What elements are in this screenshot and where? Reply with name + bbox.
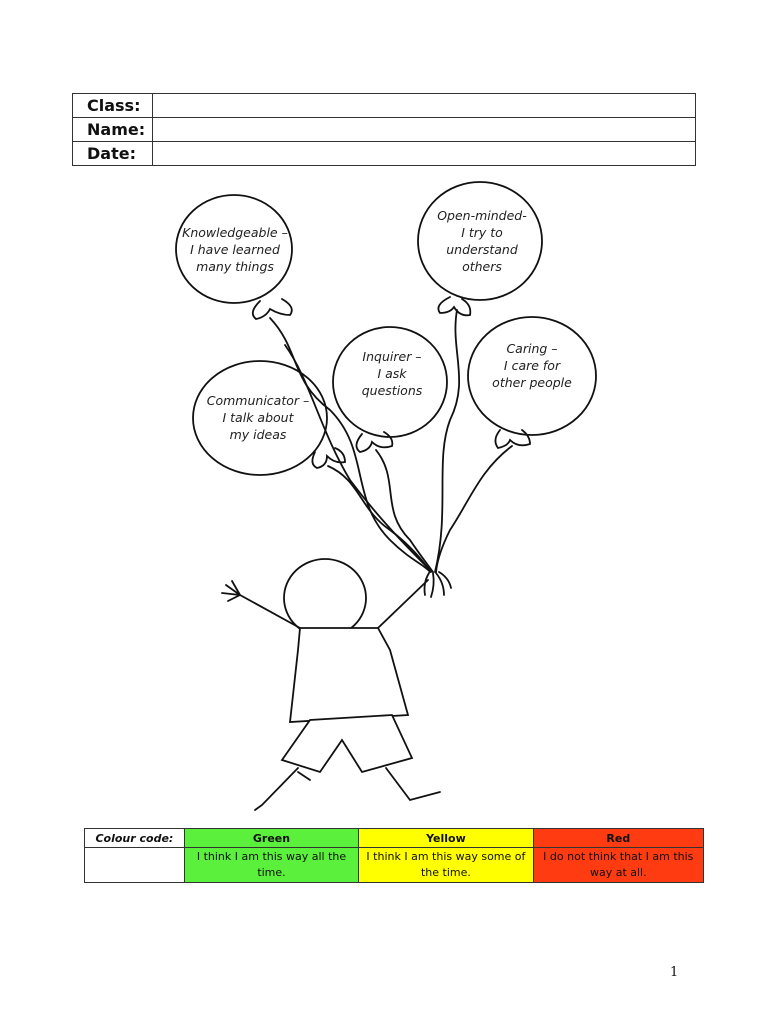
class-field[interactable] <box>152 93 696 118</box>
open-minded-line-2: I try to <box>461 225 503 240</box>
yellow-desc: I think I am this way some of the time. <box>358 847 534 883</box>
open-minded-text: Open-minded- I try to understand others <box>430 207 534 275</box>
balloon-communicator <box>192 360 328 476</box>
red-header: Red <box>532 828 705 848</box>
date-field[interactable] <box>152 141 696 166</box>
green-header: Green <box>183 828 360 848</box>
communicator-line-1: Communicator – <box>206 393 310 408</box>
yellow-header: Yellow <box>358 828 534 848</box>
knowledgeable-line-3: many things <box>196 259 274 274</box>
communicator-text: Communicator – I talk about my ideas <box>194 392 322 443</box>
caring-line-3: other people <box>492 375 572 390</box>
class-row: Class: <box>72 93 696 118</box>
colour-code-empty-cell <box>84 847 185 883</box>
green-desc: I think I am this way all the time. <box>183 847 360 883</box>
class-label: Class: <box>72 93 153 118</box>
balloon-caring <box>467 316 597 436</box>
student-info-table: Class: Name: Date: <box>72 93 696 166</box>
knowledgeable-line-2: I have learned <box>190 242 280 257</box>
open-minded-line-3: understand <box>446 242 518 257</box>
balloon-drawing-svg <box>175 181 597 811</box>
colour-code-desc-row: I think I am this way all the time. I th… <box>84 847 705 883</box>
caring-line-1: Caring – <box>506 341 558 356</box>
inquirer-text: Inquirer – I ask questions <box>348 348 436 399</box>
open-minded-line-4: others <box>462 259 502 274</box>
name-row: Name: <box>72 117 696 142</box>
knowledgeable-text: Knowledgeable – I have learned many thin… <box>174 224 296 275</box>
date-row: Date: <box>72 141 696 166</box>
colour-code-label: Colour code: <box>84 828 185 848</box>
page-number: 1 <box>670 965 679 980</box>
balloon-open-minded <box>417 181 543 301</box>
caring-line-2: I care for <box>503 358 561 373</box>
caring-text: Caring – I care for other people <box>476 340 588 391</box>
colour-code-table: Colour code: Green Yellow Red I think I … <box>84 828 705 883</box>
knowledgeable-line-1: Knowledgeable – <box>182 225 288 240</box>
communicator-line-3: my ideas <box>229 427 287 442</box>
date-label: Date: <box>72 141 153 166</box>
balloon-knowledgeable <box>175 194 293 304</box>
balloon-child-drawing: Knowledgeable – I have learned many thin… <box>150 180 630 820</box>
inquirer-line-1: Inquirer – <box>362 349 422 364</box>
name-field[interactable] <box>152 117 696 142</box>
communicator-line-2: I talk about <box>222 410 294 425</box>
red-desc: I do not think that I am this way at all… <box>532 847 705 883</box>
colour-code-header-row: Colour code: Green Yellow Red <box>84 828 705 848</box>
inquirer-line-3: questions <box>361 383 423 398</box>
inquirer-line-2: I ask <box>377 366 407 381</box>
name-label: Name: <box>72 117 153 142</box>
open-minded-line-1: Open-minded- <box>437 208 527 223</box>
